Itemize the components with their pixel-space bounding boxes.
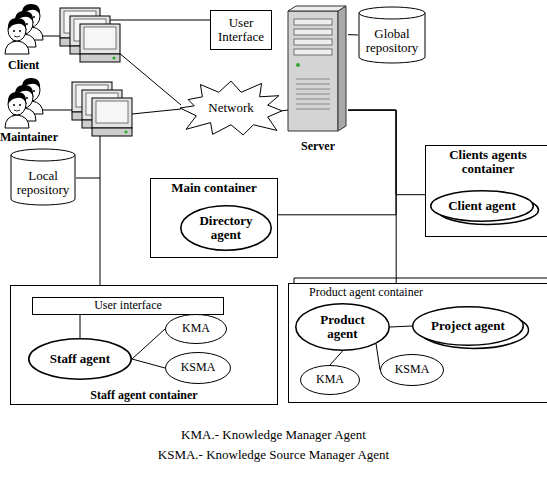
connector bbox=[348, 110, 425, 195]
cylinder-body bbox=[11, 155, 75, 205]
node-label: Main container bbox=[154, 181, 274, 195]
node-label: Directory agent bbox=[193, 214, 259, 243]
wire bbox=[118, 52, 181, 105]
drive-bay bbox=[294, 29, 332, 35]
connector bbox=[376, 344, 380, 370]
vent-line bbox=[296, 99, 330, 100]
node-label: KMA bbox=[174, 322, 219, 335]
node-label: User Interface bbox=[214, 16, 268, 45]
server-icon: Server bbox=[288, 5, 348, 153]
server-top bbox=[288, 6, 346, 11]
wire bbox=[76, 178, 100, 179]
vent-line bbox=[296, 109, 330, 110]
node-label: Server bbox=[288, 140, 348, 153]
wire bbox=[132, 109, 181, 114]
ellipse-outline bbox=[166, 353, 231, 384]
node-label: Product agent container bbox=[309, 286, 545, 299]
connector bbox=[348, 34, 358, 35]
node-label: Clients agents container bbox=[429, 148, 547, 177]
cylinder-body bbox=[359, 13, 425, 63]
agent-ellipse: KSMA bbox=[380, 354, 444, 386]
wire bbox=[100, 136, 101, 285]
agent-ellipse: Staff agent bbox=[28, 338, 132, 380]
drive-bay bbox=[294, 19, 332, 25]
node-label: Product agent bbox=[308, 313, 376, 342]
drive-bay bbox=[294, 39, 332, 45]
agent-ellipse: KMA bbox=[300, 365, 360, 395]
node-label: User interface bbox=[36, 299, 220, 312]
actor-label: Maintainer bbox=[0, 131, 58, 144]
vent-line bbox=[296, 84, 330, 85]
container-box: Main containerDirectory agent bbox=[150, 178, 278, 258]
cylinder-top bbox=[11, 149, 75, 161]
caption-line: KSMA.- Knowledge Source Manager Agent bbox=[0, 448, 547, 462]
caption-line: KMA.- Knowledge Manager Agent bbox=[0, 428, 547, 442]
server-side bbox=[338, 6, 346, 131]
ellipse-outline bbox=[181, 206, 271, 250]
node-label: Staff agent bbox=[43, 352, 118, 366]
wire bbox=[42, 36, 62, 37]
connector bbox=[390, 326, 412, 327]
connector bbox=[348, 110, 396, 283]
ellipse-outline bbox=[413, 307, 524, 346]
ellipse-outline bbox=[431, 191, 534, 222]
ellipse-outline bbox=[166, 315, 227, 344]
wire bbox=[42, 110, 74, 111]
interface-box: User interface bbox=[32, 297, 224, 315]
node-label: KMA bbox=[308, 373, 351, 386]
computer-icon bbox=[92, 98, 132, 136]
vent-line bbox=[296, 89, 330, 90]
agent-ellipse: KSMA bbox=[165, 352, 231, 384]
cylinder-top bbox=[359, 7, 425, 19]
container-box: Clients agents containerClient agent bbox=[425, 145, 547, 237]
connector bbox=[132, 359, 165, 368]
ellipse-outline bbox=[29, 339, 131, 379]
power-light bbox=[296, 63, 300, 67]
agent-ellipse: Product agent bbox=[295, 303, 390, 351]
agent-ellipse: KMA bbox=[165, 314, 227, 344]
node-label: Project agent bbox=[428, 319, 509, 333]
vent-line bbox=[296, 104, 330, 105]
agent-ellipse: Directory agent bbox=[180, 205, 272, 251]
person-icon bbox=[5, 92, 29, 128]
server-outline bbox=[288, 5, 348, 153]
repository-cylinder: Local repository bbox=[10, 148, 76, 206]
node-label: KSMA bbox=[389, 363, 435, 376]
interface-box: User Interface bbox=[210, 10, 272, 50]
connector bbox=[132, 329, 165, 359]
ellipse-outline bbox=[296, 304, 389, 350]
node-label: Network bbox=[200, 101, 261, 115]
node-label: Global repository bbox=[361, 27, 423, 56]
node-label: Staff agent container bbox=[14, 389, 274, 402]
connector bbox=[80, 315, 81, 338]
cloud-outline bbox=[180, 81, 282, 135]
actor-label: Client bbox=[8, 59, 39, 72]
computer-icon bbox=[80, 24, 120, 62]
network-cloud: Network bbox=[180, 80, 282, 136]
node-label: Client agent bbox=[445, 199, 520, 213]
node-label: KSMA bbox=[174, 361, 222, 374]
vent-line bbox=[296, 94, 330, 95]
drive-bay bbox=[294, 49, 332, 55]
node-label: Local repository bbox=[13, 169, 73, 198]
agent-ellipse: Client agent bbox=[430, 190, 534, 222]
ellipse-outline bbox=[381, 355, 444, 386]
repository-cylinder: Global repository bbox=[358, 6, 426, 64]
agent-ellipse: Project agent bbox=[412, 306, 524, 346]
server-front bbox=[288, 11, 338, 131]
connector bbox=[330, 351, 343, 365]
person-icon bbox=[5, 18, 29, 54]
vent-line bbox=[296, 79, 330, 80]
connector bbox=[282, 110, 288, 112]
ellipse-outline bbox=[301, 366, 360, 395]
container-box: Staff agent container User interfaceStaff… bbox=[10, 285, 278, 405]
container-box: Product agent containerProduct agent Proj… bbox=[288, 283, 547, 403]
wire bbox=[100, 20, 210, 21]
